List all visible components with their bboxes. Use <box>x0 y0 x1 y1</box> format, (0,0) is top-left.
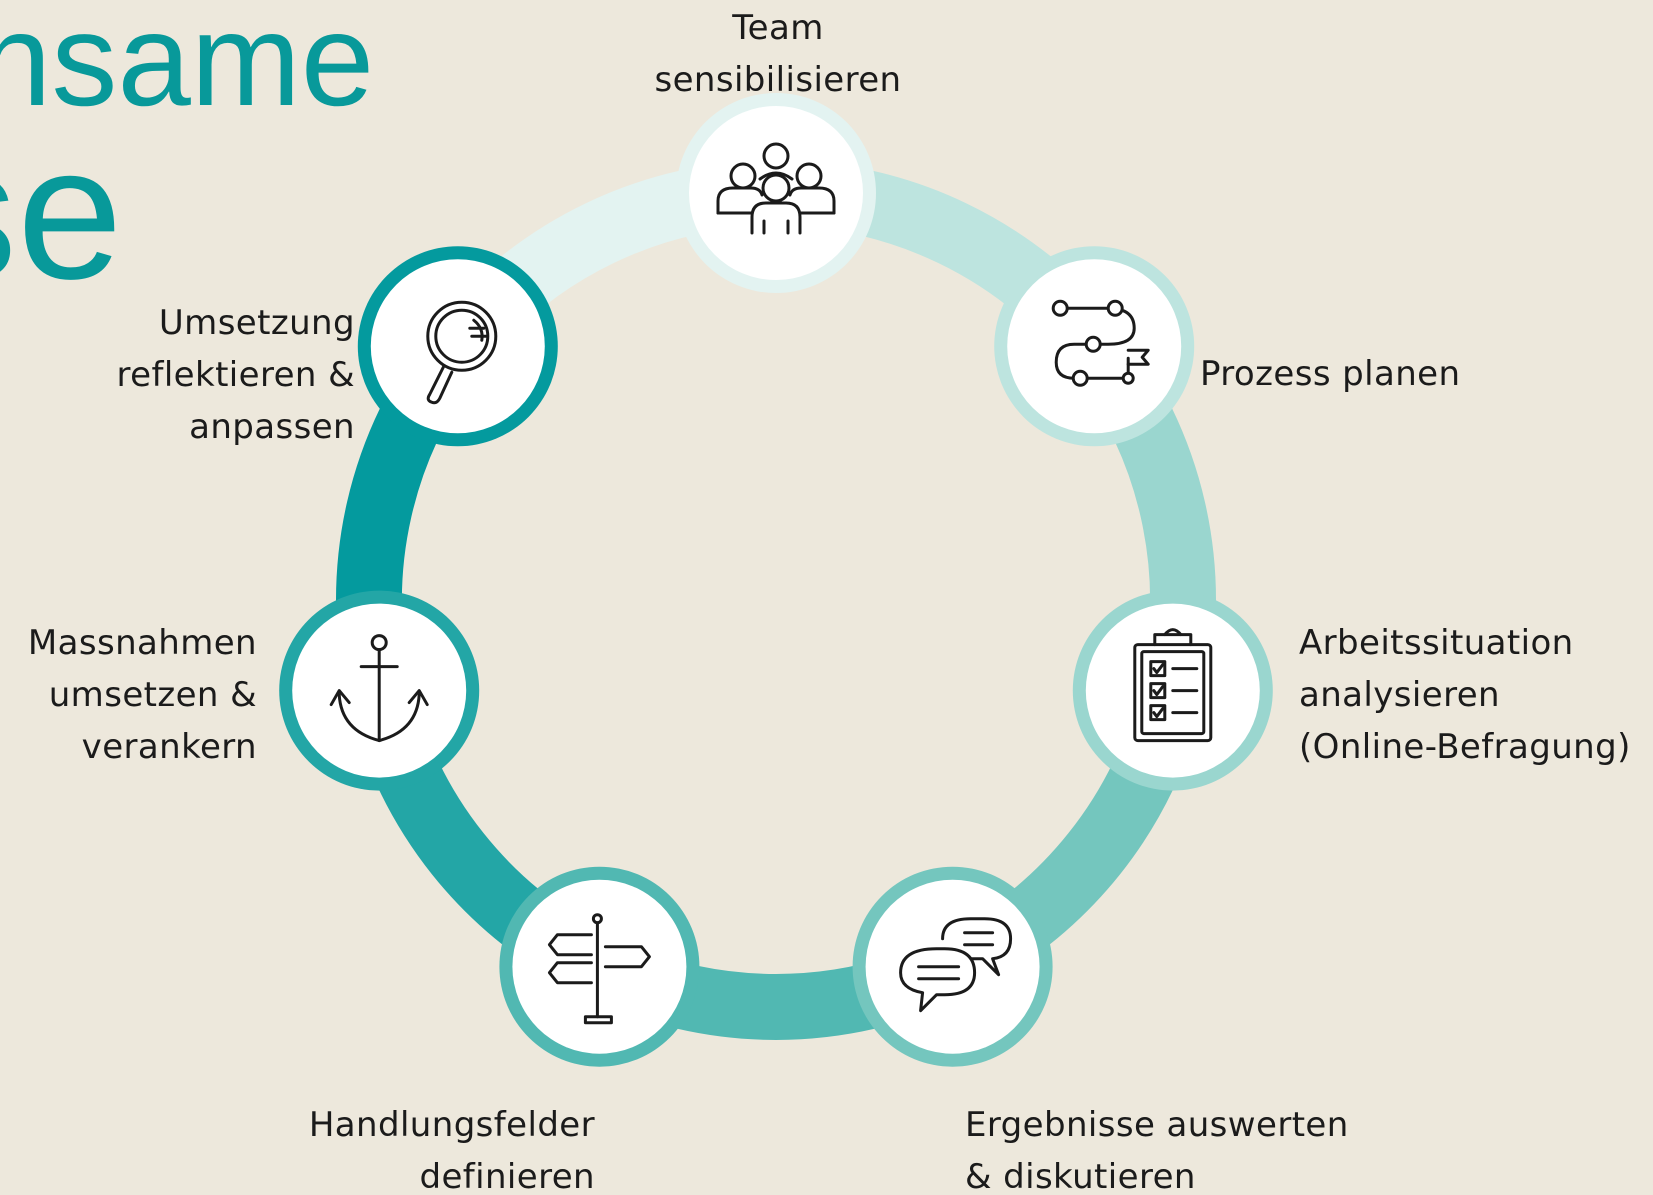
step-label-line: analysieren <box>1299 675 1500 715</box>
step-label-massnahmen-umsetzen: Massnahmen umsetzen & verankern <box>28 617 257 773</box>
page-title-line-2: se <box>0 107 123 319</box>
clipboard-checklist-icon <box>1133 628 1213 743</box>
magnifier-icon <box>426 300 498 405</box>
step-label-line: anpassen <box>189 407 355 447</box>
cycle-step-node <box>357 246 558 447</box>
step-label-line: (Online-Befragung) <box>1299 727 1631 767</box>
step-label-umsetzung-reflektieren: Umsetzung reflektieren & anpassen <box>117 297 356 453</box>
process-path-icon <box>1051 299 1150 387</box>
step-label-prozess-planen: Prozess planen <box>1200 348 1460 400</box>
step-label-line: Umsetzung <box>158 303 355 343</box>
step-node-face <box>512 879 687 1054</box>
cycle-step-node <box>499 866 700 1067</box>
step-label-line: reflektieren & <box>116 355 355 395</box>
step-label-line: Ergebnisse auswerten <box>965 1105 1349 1145</box>
anchor-icon <box>329 634 429 743</box>
step-label-line: Team <box>732 8 824 48</box>
chat-bubbles-icon <box>899 917 1013 1013</box>
page-title-line-1: nsame <box>0 0 375 133</box>
step-label-line: & diskutieren <box>965 1157 1196 1195</box>
step-label-line: definieren <box>419 1157 595 1195</box>
step-node-face <box>689 106 863 280</box>
cycle-step-node <box>852 866 1053 1067</box>
step-label-line: sensibilisieren <box>654 60 902 100</box>
cycle-step-node <box>676 93 876 293</box>
team-icon <box>716 142 836 235</box>
cycle-nodes <box>279 93 1273 1067</box>
step-label-line: Massnahmen <box>27 623 257 663</box>
step-label-line: Prozess planen <box>1200 354 1461 394</box>
step-node-face <box>370 259 545 434</box>
cycle-step-node <box>1072 590 1273 791</box>
step-label-line: verankern <box>81 727 257 767</box>
step-label-line: Handlungsfelder <box>308 1105 595 1145</box>
step-label-line: Arbeitssituation <box>1299 623 1574 663</box>
cycle-step-node <box>994 246 1195 447</box>
step-label-team-sensibilisieren: Team sensibilisieren <box>618 2 938 106</box>
step-label-ergebnisse-auswerten: Ergebnisse auswerten & diskutieren <box>965 1099 1349 1195</box>
signpost-icon <box>547 913 651 1025</box>
cycle-step-node <box>279 590 480 791</box>
step-label-handlungsfelder-definieren: Handlungsfelder definieren <box>309 1099 595 1195</box>
step-label-arbeitssituation-analysieren: Arbeitssituation analysieren (Online-Bef… <box>1299 617 1631 773</box>
step-label-line: umsetzen & <box>48 675 257 715</box>
